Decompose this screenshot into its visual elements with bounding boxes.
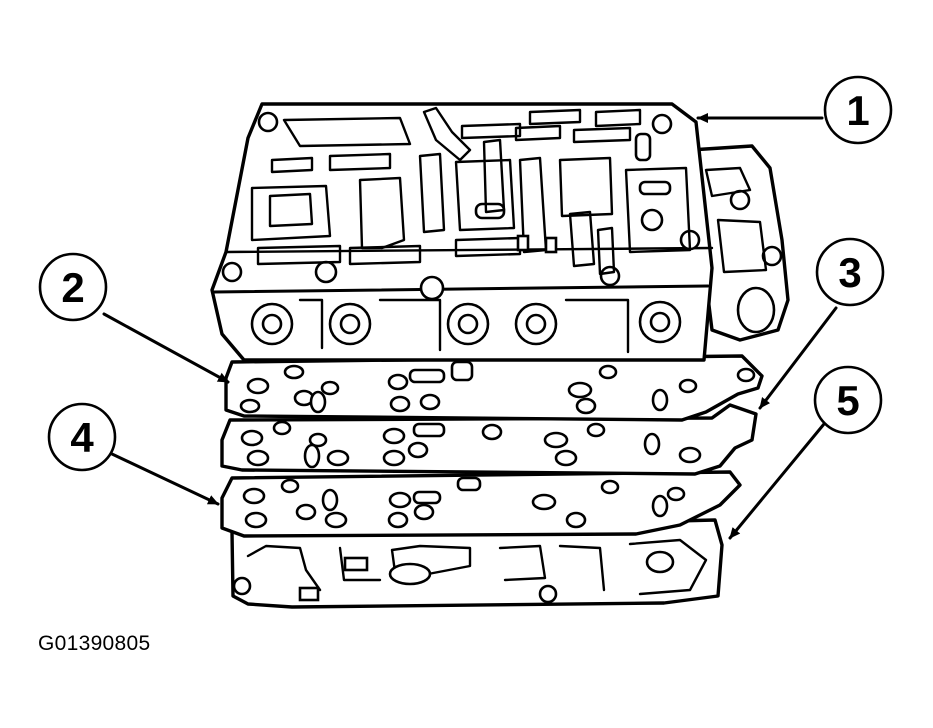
- callout-label-2: 2: [61, 264, 84, 311]
- figure-code: G01390805: [38, 632, 151, 655]
- leader-arrow-5: [728, 422, 826, 540]
- callout-label-3: 3: [838, 249, 861, 296]
- leader-lines: [102, 113, 838, 540]
- callout-4: 4: [47, 402, 117, 472]
- front-bore-row: [250, 298, 682, 354]
- callout-label-1: 1: [846, 87, 869, 134]
- gasket-middle: [220, 403, 758, 476]
- upper-valve-body: [210, 102, 790, 362]
- gasket-upper: [224, 354, 764, 422]
- gasket-lower: [220, 470, 742, 538]
- callout-5: 5: [813, 365, 883, 435]
- leader-arrow-4: [110, 452, 220, 506]
- callout-label-5: 5: [836, 377, 859, 424]
- callout-label-4: 4: [70, 414, 94, 461]
- valve-body-passages: [221, 106, 701, 301]
- callout-2: 2: [38, 252, 108, 322]
- lower-valve-body: [230, 518, 724, 609]
- leader-arrow-2: [102, 312, 230, 384]
- leader-arrow-3: [758, 306, 838, 410]
- callout-1: 1: [823, 75, 893, 145]
- callout-3: 3: [815, 237, 885, 307]
